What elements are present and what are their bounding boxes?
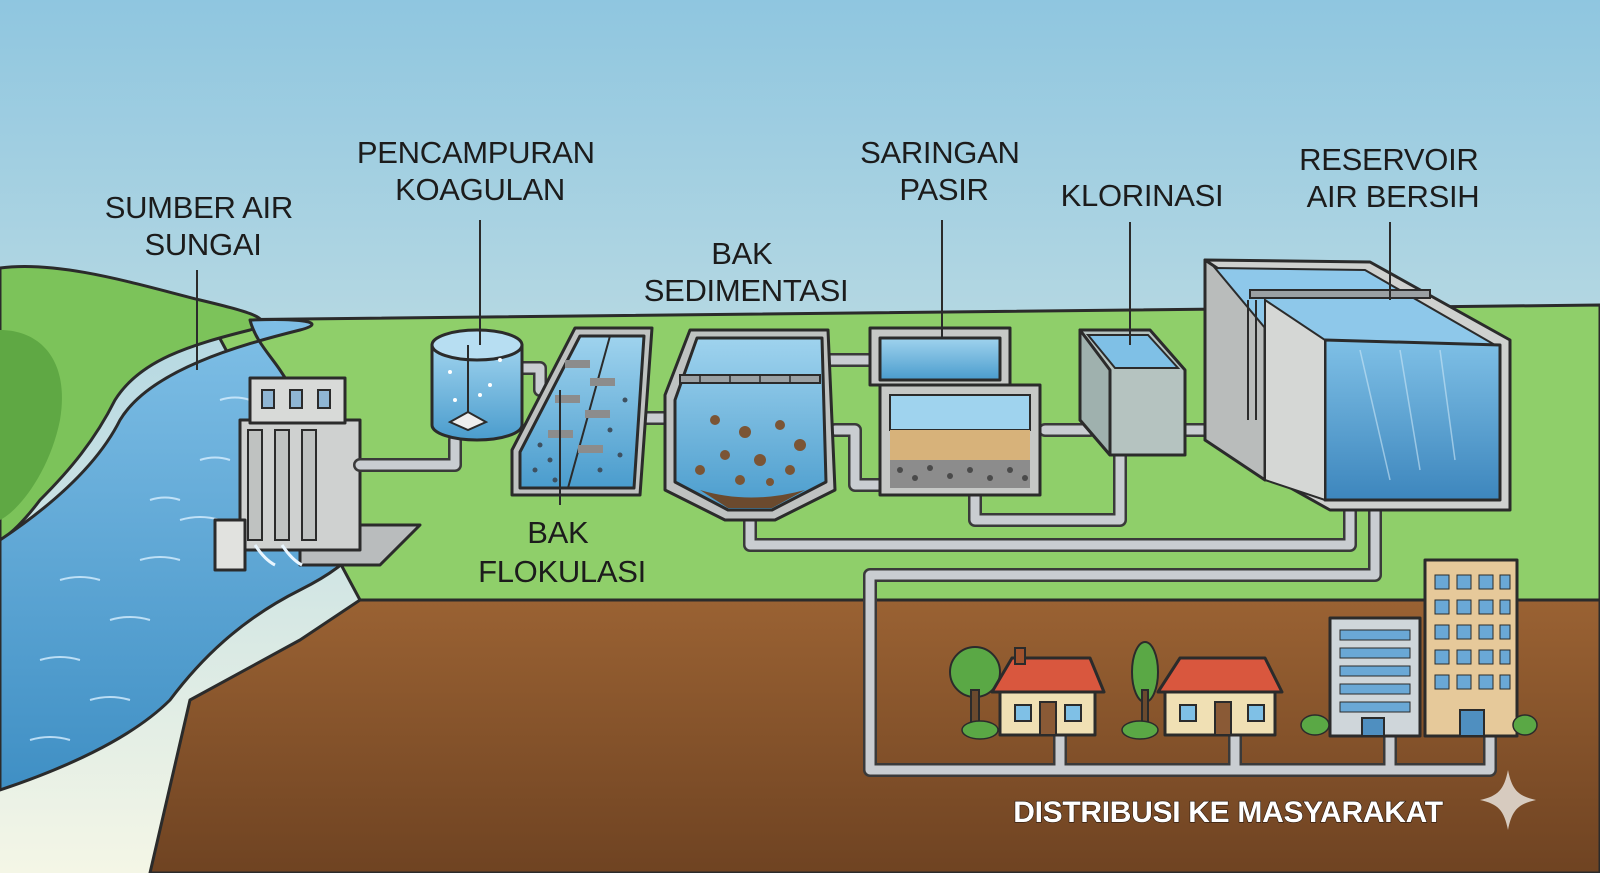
label-reservoir-air-bersih: RESERVOIR AIR BERSIH — [1299, 142, 1487, 214]
flocculation-tank — [510, 326, 654, 497]
river-ripples — [29, 396, 251, 741]
label-pencampuran-koagulan: PENCAMPURAN KOAGULAN — [357, 135, 603, 207]
sand-filter-upper — [868, 326, 1012, 387]
sand-filter-lower — [878, 383, 1042, 497]
shrubs — [961, 714, 1538, 740]
label-distribusi: DISTRIBUSI KE MASYARAKAT — [1013, 796, 1443, 829]
label-bak-flokulasi: BAK FLOKULASI — [478, 515, 646, 589]
label-klorinasi: KLORINASI — [1061, 178, 1224, 213]
left-hill-shade — [0, 330, 62, 520]
label-saringan-pasir: SARINGAN PASIR — [860, 135, 1028, 207]
leader-lines — [196, 220, 1391, 505]
office-building-tall — [1423, 558, 1519, 738]
house-left — [949, 646, 1106, 737]
label-sumber-air-sungai: SUMBER AIR SUNGAI — [105, 190, 302, 262]
sparkle-icon — [1480, 770, 1536, 830]
office-building-small — [1328, 616, 1422, 738]
house-right — [1131, 641, 1284, 737]
label-bak-sedimentasi: BAK SEDIMENTASI — [644, 236, 849, 308]
sedimentation-tank — [663, 328, 837, 522]
coagulant-mixer-tank — [430, 328, 524, 442]
clean-water-reservoir — [1203, 258, 1512, 512]
chlorination-tank — [1078, 328, 1187, 457]
intake-structure — [213, 376, 422, 572]
